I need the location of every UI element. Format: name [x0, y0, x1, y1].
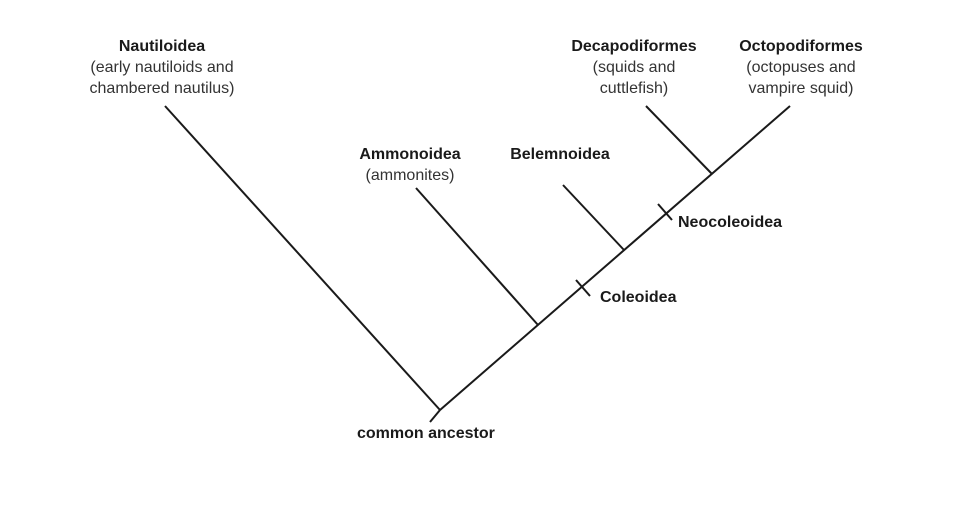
taxon-description: cuttlefish)	[599, 80, 669, 97]
coleoidea-tick	[575, 279, 591, 297]
ammonoidea-branch	[415, 187, 539, 326]
taxon-description: (octopuses and	[746, 59, 856, 76]
decapodiformes-label: Decapodiformes (squids and cuttlefish)	[556, 36, 712, 99]
main-trunk-branch	[439, 105, 791, 411]
taxon-name: Decapodiformes	[571, 38, 697, 55]
taxon-name: Nautiloidea	[118, 38, 206, 55]
belemnoidea-branch	[562, 184, 625, 251]
taxon-description: chambered nautilus)	[89, 80, 235, 97]
neocoleoidea-label: Neocoleoidea	[678, 214, 783, 231]
taxon-description: (squids and	[592, 59, 676, 76]
octopodiformes-label: Octopodiformes (octopuses and vampire sq…	[722, 36, 880, 99]
ammonoidea-label: Ammonoidea (ammonites)	[340, 144, 480, 186]
coleoidea-label: Coleoidea	[600, 289, 677, 306]
common-ancestor-label: common ancestor	[357, 425, 495, 442]
taxon-name: Ammonoidea	[359, 146, 461, 163]
decapodiformes-branch	[645, 105, 713, 175]
ancestor-stem	[429, 409, 441, 423]
nautiloidea-branch	[164, 105, 441, 411]
taxon-description: (early nautiloids and	[90, 59, 234, 76]
belemnoidea-label: Belemnoidea	[496, 144, 624, 165]
taxon-description: (ammonites)	[365, 167, 455, 184]
neocoleoidea-tick	[657, 203, 673, 221]
nautiloidea-label: Nautiloidea (early nautiloids and chambe…	[74, 36, 250, 99]
taxon-name: Belemnoidea	[510, 146, 610, 163]
taxon-description: vampire squid)	[748, 80, 854, 97]
taxon-name: Octopodiformes	[739, 38, 863, 55]
